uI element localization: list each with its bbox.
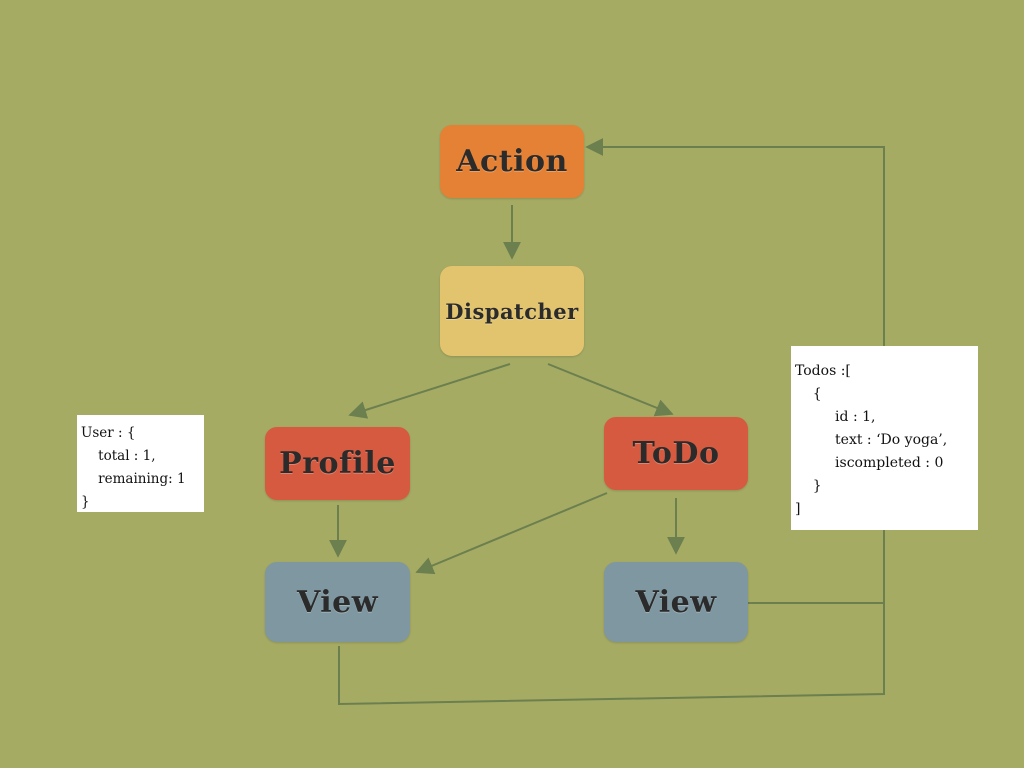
todo-label: ToDo bbox=[632, 436, 720, 471]
view-right-label: View bbox=[635, 584, 717, 620]
action-node: Action bbox=[440, 125, 584, 198]
note-line: text : ‘Do yoga’, bbox=[795, 432, 948, 448]
note-line: } bbox=[795, 478, 822, 494]
profile-label: Profile bbox=[279, 446, 396, 481]
note-line: User : { bbox=[81, 425, 136, 441]
todo-store-node: ToDo bbox=[604, 417, 748, 490]
dispatcher-label: Dispatcher bbox=[445, 298, 579, 324]
note-line: iscompleted : 0 bbox=[795, 455, 944, 471]
arrow-dispatcher-to-profile bbox=[348, 363, 511, 419]
dispatcher-node: Dispatcher bbox=[440, 266, 584, 356]
todos-state-note: Todos :[ { id : 1, text : ‘Do yoga’, isc… bbox=[791, 346, 978, 530]
note-line: ] bbox=[795, 501, 801, 517]
user-state-note: User : { total : 1, remaining: 1} bbox=[77, 415, 204, 512]
arrow-dispatcher-to-todo bbox=[547, 363, 674, 417]
note-line: Todos :[ bbox=[795, 363, 851, 379]
note-line: } bbox=[81, 494, 90, 510]
profile-view-node: View bbox=[265, 562, 410, 642]
profile-store-node: Profile bbox=[265, 427, 410, 500]
todo-view-node: View bbox=[604, 562, 748, 642]
view-left-label: View bbox=[296, 584, 379, 620]
note-line: total : 1, bbox=[81, 448, 156, 464]
loop-back-to-action bbox=[338, 138, 885, 706]
note-line: remaining: 1 bbox=[81, 471, 186, 487]
arrow-todo-to-left-view bbox=[415, 492, 608, 575]
action-label: Action bbox=[456, 144, 568, 179]
note-line: { bbox=[795, 386, 822, 402]
note-line: id : 1, bbox=[795, 409, 876, 425]
